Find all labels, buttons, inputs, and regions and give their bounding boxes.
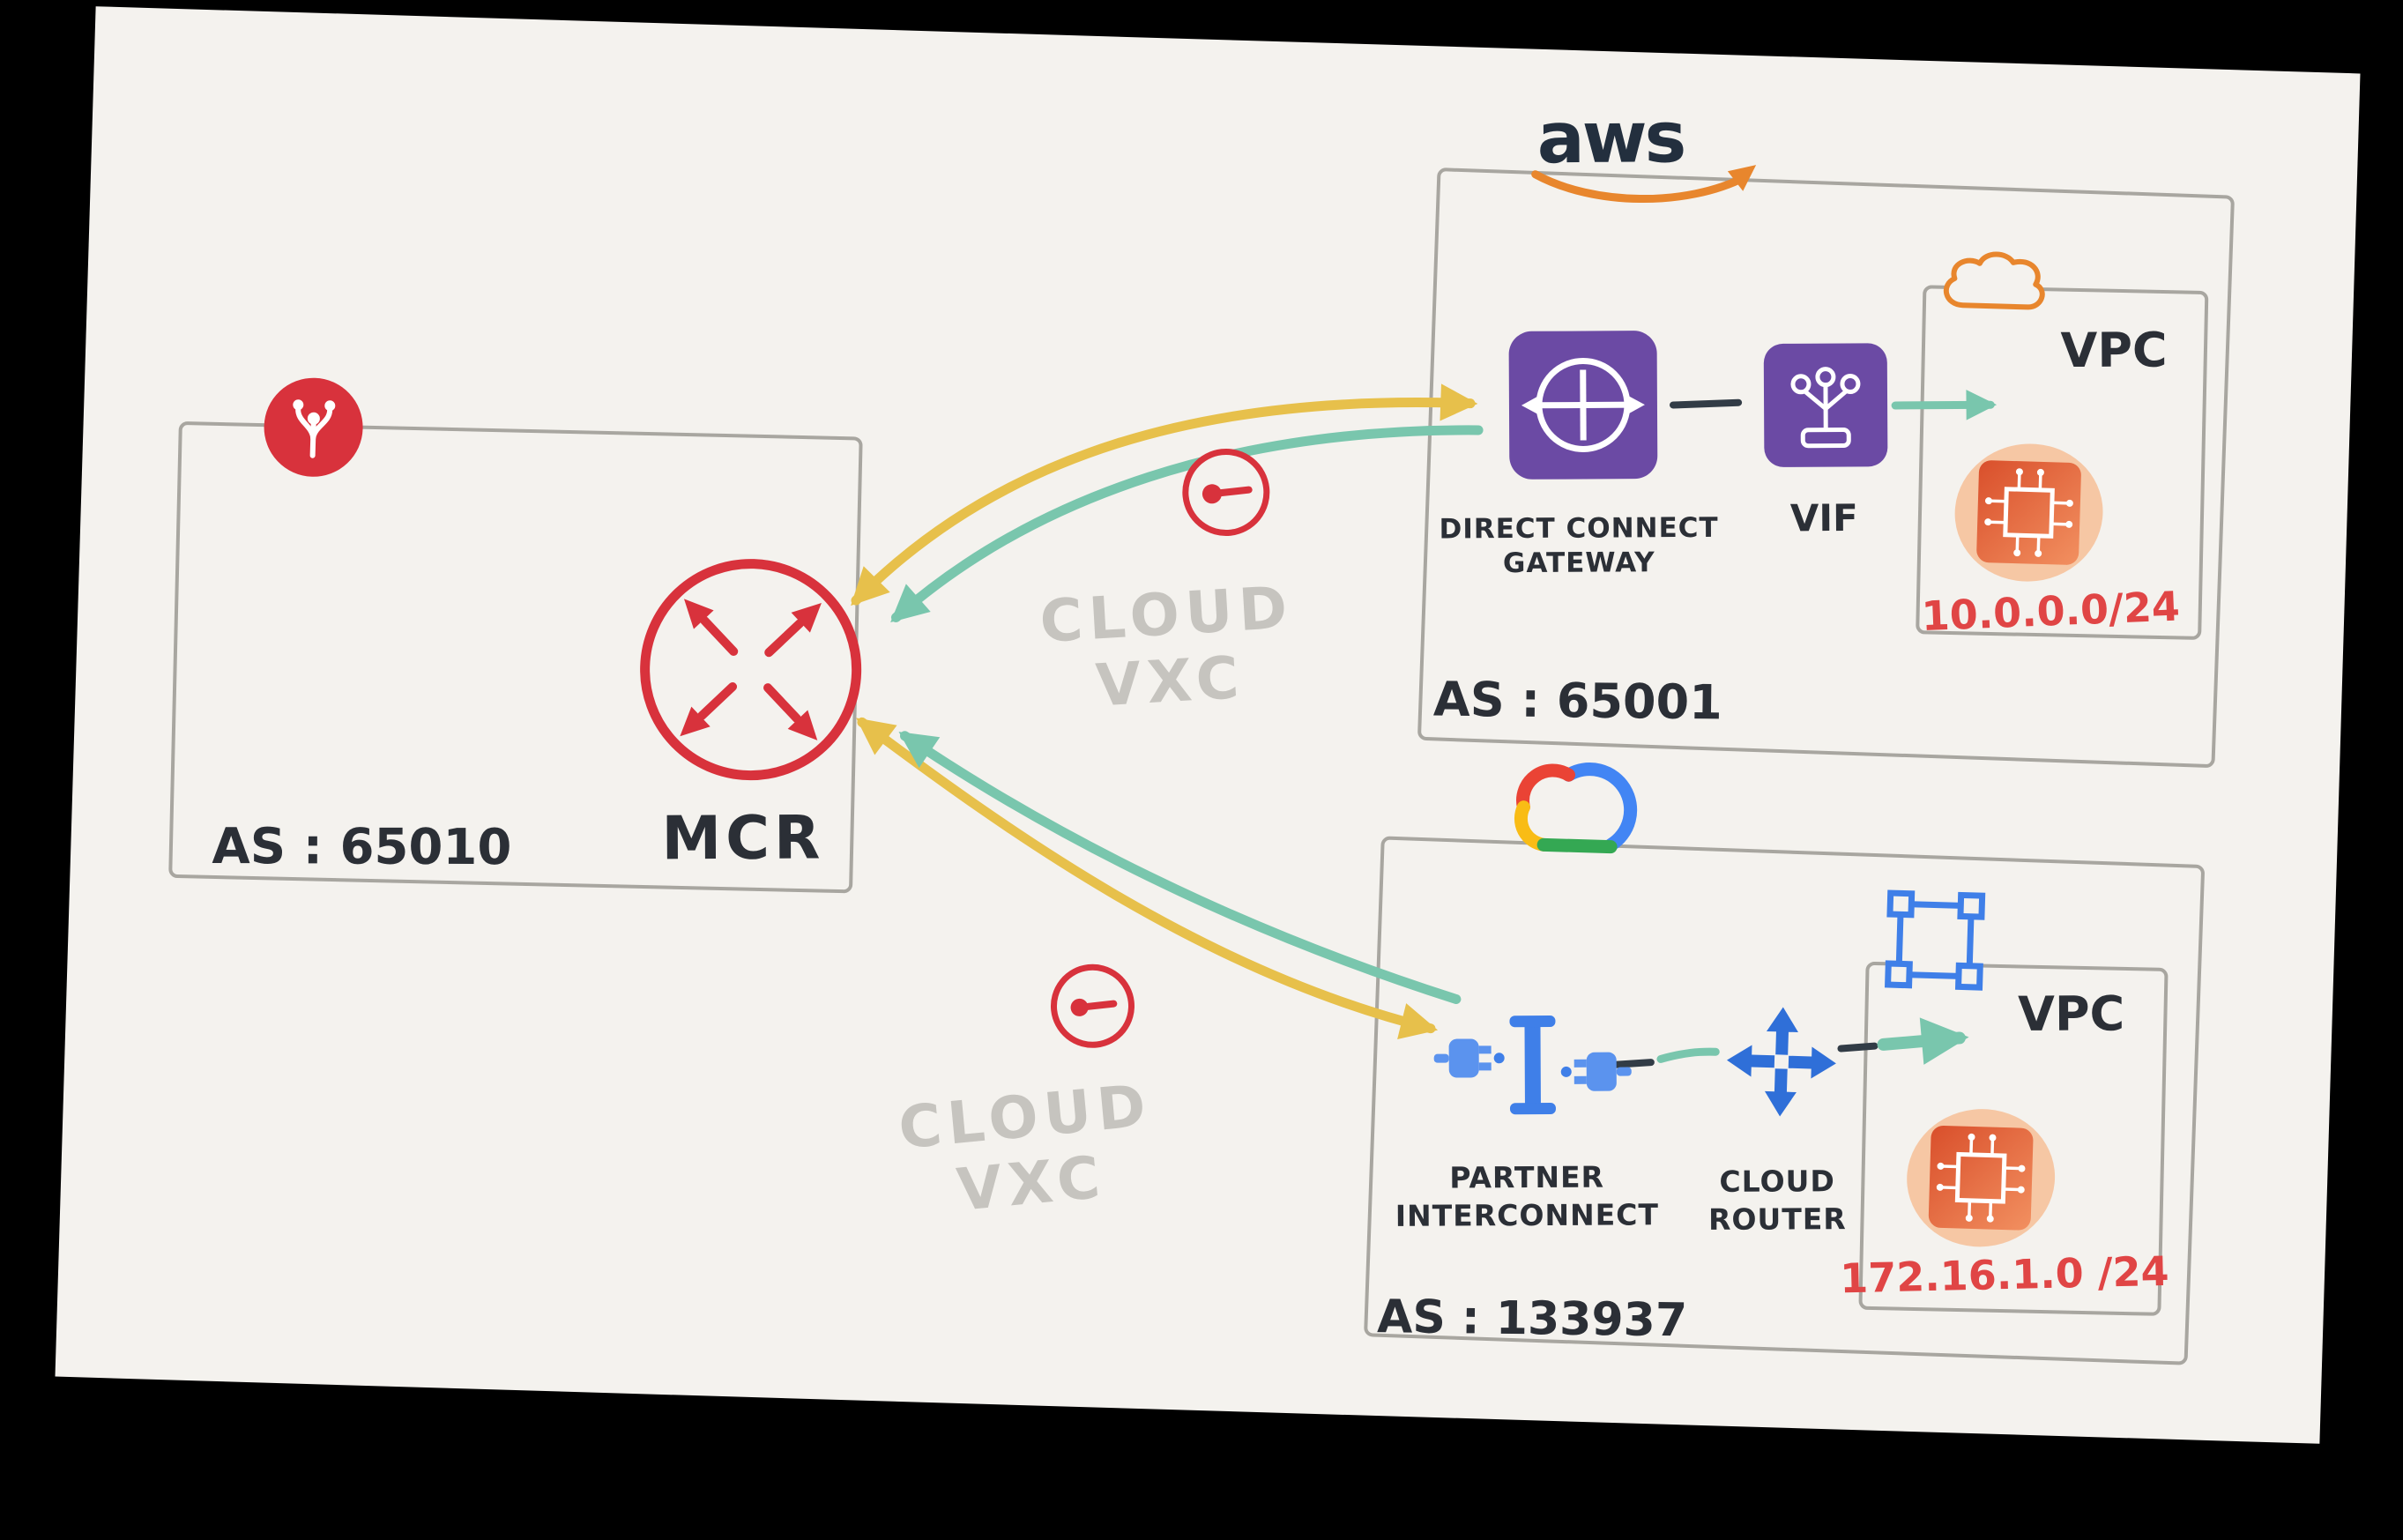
mcr-router-icon	[640, 559, 862, 781]
aws-vpc-label: VPC	[2060, 322, 2168, 379]
vxc-top-yellow-link	[851, 383, 1478, 606]
aws-logo-text: aws	[1536, 96, 1685, 180]
aws-smile-icon	[1531, 170, 1750, 204]
gcp-vpc-network-icon	[1885, 889, 1986, 991]
gcp-vpc-cidr: 172.16.1.0 /24	[1839, 1246, 2170, 1303]
cloud-vxc-label-top: CLOUD VXC	[1038, 574, 1299, 723]
pi-label-line1: PARTNER	[1449, 1159, 1605, 1195]
cloud-router-icon	[1726, 1007, 1837, 1117]
vxc-port-icon-top	[1182, 449, 1270, 537]
partner-interconnect-label: PARTNER INTERCONNECT	[1395, 1158, 1659, 1235]
diagram-overlay	[264, 165, 2361, 1444]
vif-label: VIF	[1789, 495, 1858, 540]
aws-vpc-cloud-icon	[1943, 251, 2045, 310]
vxc-top-teal-link	[890, 425, 1484, 623]
dcg-vif-link	[1670, 398, 1743, 409]
vxc-bottom-teal-link	[898, 731, 1462, 1004]
vxc-bottom-yellow-link	[856, 717, 1439, 1040]
cloud-router-label: CLOUD ROUTER	[1708, 1163, 1847, 1239]
cr-label-line2: ROUTER	[1707, 1201, 1847, 1237]
cr-label-line1: CLOUD	[1719, 1164, 1835, 1199]
sketch-paper: aws AS : 65010 MCR AS : 65001 DIRECT CON…	[55, 6, 2361, 1444]
gcp-instance-icon	[1896, 1097, 2066, 1259]
aws-smile-arrowhead	[1727, 165, 1757, 191]
cloud-vxc-label-bottom: CLOUD VXC	[896, 1071, 1160, 1229]
vxc-port-icon-bottom	[1050, 963, 1135, 1048]
direct-connect-gateway-label: DIRECT CONNECT GATEWAY	[1439, 511, 1718, 581]
gcp-vpc-label: VPC	[2018, 986, 2125, 1043]
pi-label-line2: INTERCONNECT	[1395, 1197, 1660, 1233]
router-vpc-arrow	[1877, 1017, 1969, 1065]
aws-as-label: AS : 65001	[1432, 671, 1723, 731]
mcr-label: MCR	[661, 803, 825, 874]
vif-vpc-arrow	[1891, 390, 1998, 420]
gcp-logo	[1514, 763, 1638, 854]
vif-icon	[1763, 343, 1888, 467]
direct-connect-gateway-icon	[1508, 331, 1658, 480]
interconnect-router-line	[1656, 1047, 1720, 1063]
megaport-icon	[264, 377, 363, 477]
aws-instance-icon	[1944, 432, 2114, 593]
gcp-as-label: AS : 133937	[1376, 1291, 1688, 1348]
interconnect-link-dash	[1610, 1059, 1655, 1068]
dcg-label-line2: GATEWAY	[1502, 546, 1655, 579]
dcg-label-line1: DIRECT CONNECT	[1439, 511, 1719, 546]
mcr-as-label: AS : 65010	[212, 818, 512, 877]
partner-interconnect-icon	[1433, 1016, 1632, 1115]
router-link-dash	[1837, 1042, 1879, 1053]
